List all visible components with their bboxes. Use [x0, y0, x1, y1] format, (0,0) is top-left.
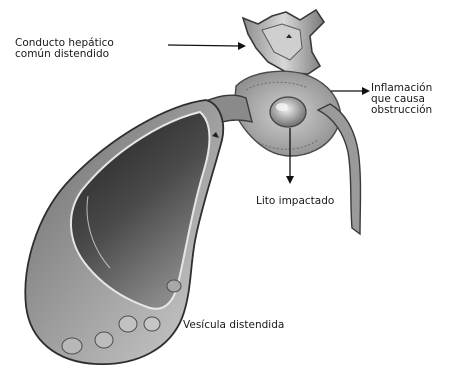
gallstone: [144, 317, 160, 331]
hepatic-duct-label-line2: común distendido: [15, 49, 114, 60]
impacted-stone-shape: [270, 97, 306, 127]
impacted-stone-label-text: Lito impactado: [256, 196, 334, 207]
inflammation-label: Inflamación que causa obstrucción: [371, 83, 432, 116]
gallstone: [62, 338, 82, 354]
gallstone: [119, 316, 137, 332]
impacted-stone-label: Lito impactado: [256, 196, 334, 207]
arrow-hepatic-duct: [168, 45, 240, 46]
gallstone: [95, 332, 113, 348]
gallbladder-label: Vesícula distendida: [183, 320, 284, 331]
inflammation-label-line3: obstrucción: [371, 105, 432, 116]
hepatic-duct-shape: [243, 10, 324, 74]
hepatic-duct-label: Conducto hepático común distendido: [15, 38, 114, 60]
gallbladder-label-text: Vesícula distendida: [183, 320, 284, 331]
gallstone: [167, 280, 181, 292]
